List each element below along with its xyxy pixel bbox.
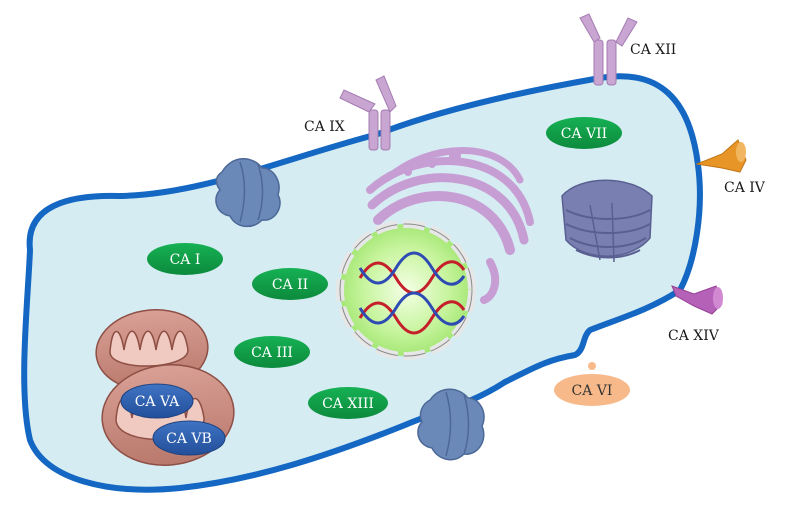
ca-vi-badge xyxy=(554,374,630,406)
ca-vb-label: CA VB xyxy=(166,431,212,447)
ca-vi-label: CA VI xyxy=(572,383,613,399)
ca-ii-label: CA II xyxy=(272,277,308,293)
golgi-vesicle xyxy=(404,168,412,176)
ca-ix-receptor xyxy=(339,75,397,151)
golgi-apparatus xyxy=(366,147,534,304)
ca-xii-receptor xyxy=(579,13,638,86)
ca-xiii-badge: CA XIII xyxy=(308,387,388,419)
ca-iv-label: CA IV xyxy=(724,180,766,196)
ca-iii-label: CA III xyxy=(251,345,293,361)
ca-vi-anchor xyxy=(588,362,596,370)
ca-vb-badge: CA VB xyxy=(152,420,226,456)
channel-protein-top xyxy=(215,158,281,228)
ca-ix-label: CA IX xyxy=(304,119,345,135)
ca-vii-label: CA VII xyxy=(561,126,607,142)
golgi-vesicle xyxy=(449,150,461,162)
ca-xiv-label: CA XIV xyxy=(668,328,720,344)
ca-iv-enzyme xyxy=(695,139,747,173)
ca-i-badge: CA I xyxy=(147,243,223,275)
ca-iii-badge: CA III xyxy=(234,336,310,368)
ca-va-label: CA VA xyxy=(135,394,180,410)
ca-ii-badge: CA II xyxy=(252,268,328,300)
ca-xii-label: CA XII xyxy=(630,42,676,58)
ca-vii-badge: CA VII xyxy=(546,117,622,149)
golgi-vesicle xyxy=(428,160,436,168)
ca-va-badge: CA VA xyxy=(120,383,194,419)
ca-xiii-label: CA XIII xyxy=(322,396,374,412)
channel-protein-bottom xyxy=(417,388,485,461)
ca-i-label: CA I xyxy=(170,252,201,268)
ca-xiv-enzyme xyxy=(671,285,723,315)
endoplasmic-reticulum xyxy=(561,179,653,263)
dna-helix-lower xyxy=(358,291,466,335)
